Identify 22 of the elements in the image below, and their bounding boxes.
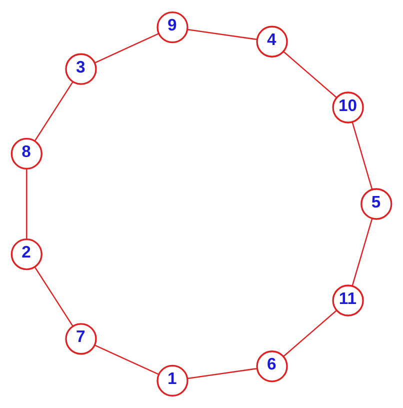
connector: [34, 81, 74, 142]
node-circle: 1: [156, 364, 188, 396]
node-circle: 7: [65, 323, 97, 355]
node-circle: 4: [256, 26, 288, 58]
node-circle: 8: [10, 138, 42, 170]
connector: [283, 310, 337, 357]
node-circle: 5: [360, 188, 392, 220]
node-circle: 9: [156, 12, 188, 44]
node-circle: 6: [256, 350, 288, 382]
connector: [352, 122, 373, 190]
connector: [352, 218, 373, 286]
node-circle: 10: [332, 92, 364, 124]
node-circle: 3: [65, 53, 97, 85]
connector: [94, 344, 159, 375]
connector: [283, 51, 338, 98]
connector: [187, 28, 258, 40]
connector: [26, 168, 28, 240]
connector: [187, 368, 258, 380]
node-circle: 2: [10, 238, 42, 270]
connector: [34, 266, 74, 326]
connector: [94, 33, 160, 64]
node-circle: 11: [332, 284, 364, 316]
